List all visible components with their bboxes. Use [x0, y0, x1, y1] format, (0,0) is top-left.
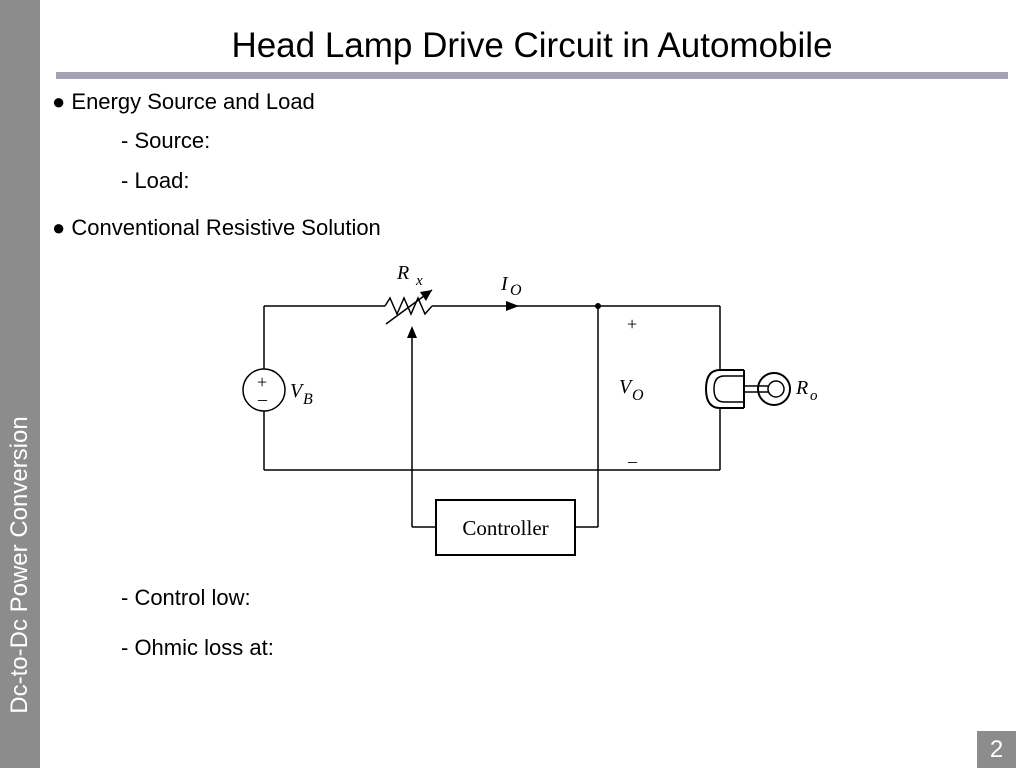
resistor-arrowhead [420, 290, 432, 301]
vb-subscript: B [303, 391, 313, 408]
current-arrowhead-io [506, 301, 519, 311]
bullet-resistive-solution: ● Conventional Resistive Solution [52, 215, 381, 240]
sub-control-low: - Control low: [121, 585, 251, 610]
rx-subscript: x [415, 273, 423, 289]
lamp-housing-inner [713, 375, 744, 403]
source-plus-sign: + [257, 372, 267, 392]
sub-load: - Load: [121, 168, 190, 193]
resistor-rx [384, 296, 433, 316]
page-number: 2 [977, 731, 1016, 768]
vo-minus-sign: – [627, 451, 638, 471]
controller-box [435, 499, 576, 556]
io-label: I [500, 273, 509, 295]
voltage-source-vb [242, 368, 286, 412]
vo-label: V [619, 376, 634, 398]
sub-ohmic-loss: - Ohmic loss at: [121, 635, 274, 660]
title-underline [56, 72, 1008, 79]
vo-subscript: O [632, 387, 644, 404]
lamp-bulb [757, 372, 791, 406]
controller-label: Controller [462, 516, 548, 540]
bullet-energy-source: ● Energy Source and Load [52, 89, 315, 114]
sidebar: Dc-to-Dc Power Conversion [0, 0, 40, 768]
vb-label: V [290, 380, 305, 402]
vo-plus-sign: + [627, 314, 637, 334]
source-minus-sign: – [257, 389, 268, 409]
controller-arrowhead [407, 326, 417, 338]
junction-dot [595, 303, 601, 309]
ro-subscript: o [810, 388, 818, 404]
ro-label: R [795, 377, 808, 399]
sub-source: - Source: [121, 128, 211, 153]
lamp-filament [767, 380, 785, 398]
slide-title: Head Lamp Drive Circuit in Automobile [231, 26, 833, 65]
rx-label: R [396, 262, 409, 284]
lamp-housing-outer [704, 369, 744, 409]
io-subscript: O [510, 282, 522, 299]
